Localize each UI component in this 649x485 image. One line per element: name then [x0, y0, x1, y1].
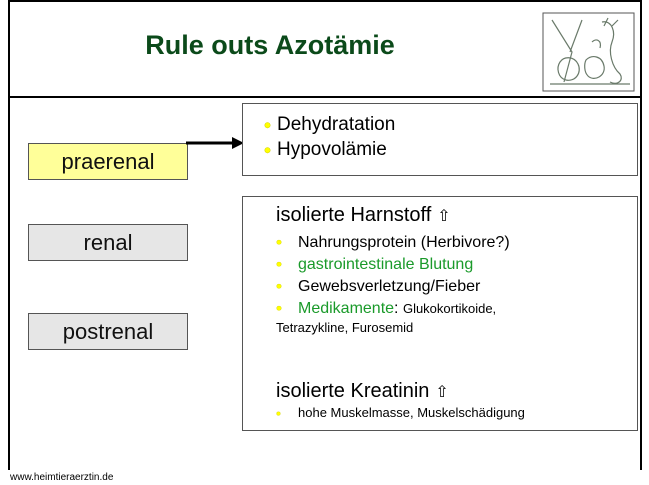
list-item-continuation: Tetrazykline, Furosemid [243, 320, 510, 336]
list-item: • Dehydratation [243, 112, 395, 137]
bullet-icon: • [276, 233, 282, 252]
kreatinin-list: • hohe Muskelmasse, Muskelschädigung [243, 404, 525, 422]
header-divider [8, 96, 642, 98]
heading-isolierte-kreatinin: isolierte Kreatinin ⇧ [276, 380, 449, 403]
list-item: • Gewebsverletzung/Fieber [243, 276, 510, 298]
list-item-medikamente: • Medikamente: Glukokortikoide, [243, 298, 510, 320]
frame-left-line [8, 0, 10, 470]
arrow-right-icon [186, 137, 244, 149]
renal-box: renal [28, 224, 188, 261]
praerenal-box: praerenal [28, 143, 188, 180]
animals-logo-icon [542, 12, 635, 92]
arrow-up-icon: ⇧ [437, 208, 451, 225]
list-item: • gastrointestinale Blutung [243, 254, 510, 276]
item-text: Nahrungsprotein (Herbivore?) [298, 234, 510, 251]
item-text: Gewebsverletzung/Fieber [298, 278, 481, 295]
renal-causes-box: isolierte Harnstoff ⇧ • Nahrungsprotein (… [242, 196, 638, 431]
bullet-icon: • [276, 405, 281, 421]
list-item: • hohe Muskelmasse, Muskelschädigung [243, 404, 525, 422]
praerenal-item-1: Dehydratation [277, 114, 396, 135]
praerenal-item-2: Hypovolämie [277, 139, 387, 160]
medikamente-label: Medikamente [298, 300, 395, 317]
praerenal-list: • Dehydratation • Hypovolämie [243, 112, 395, 162]
heading-text: isolierte Kreatinin [276, 380, 430, 402]
praerenal-causes-box: • Dehydratation • Hypovolämie [242, 103, 638, 176]
medikamente-colon: : [394, 300, 399, 317]
bullet-icon: • [264, 140, 272, 162]
bullet-icon: • [264, 115, 272, 137]
list-item: • Nahrungsprotein (Herbivore?) [243, 232, 510, 254]
frame-right-line [640, 0, 642, 470]
medikamente-detail-2: Tetrazykline, Furosemid [276, 320, 414, 335]
slide-title: Rule outs Azotämie [145, 30, 395, 60]
bullet-icon: • [276, 277, 282, 296]
list-item: • Hypovolämie [243, 137, 395, 162]
postrenal-box: postrenal [28, 313, 188, 350]
bullet-icon: • [276, 255, 282, 274]
footer-url: www.heimtieraerztin.de [10, 472, 114, 483]
bullet-icon: • [276, 299, 282, 318]
postrenal-label: postrenal [62, 318, 154, 344]
heading-isolierte-harnstoff: isolierte Harnstoff ⇧ [276, 204, 451, 227]
praerenal-label: praerenal [61, 148, 155, 174]
medikamente-detail: Glukokortikoide, [402, 301, 497, 316]
item-text: hohe Muskelmasse, Muskelschädigung [298, 405, 525, 420]
arrow-up-icon: ⇧ [435, 384, 449, 401]
item-text: gastrointestinale Blutung [298, 256, 474, 273]
heading-text: isolierte Harnstoff [276, 204, 432, 226]
frame-top-line [8, 0, 642, 2]
renal-label: renal [83, 229, 133, 255]
harnstoff-list: • Nahrungsprotein (Herbivore?) • gastroi… [243, 232, 510, 336]
